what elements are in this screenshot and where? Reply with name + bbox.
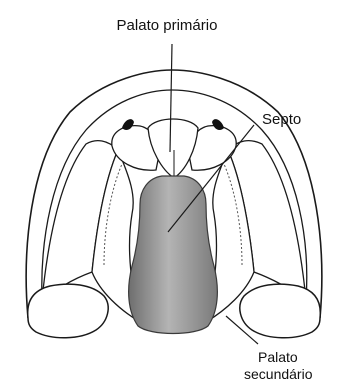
right-lower-lobe <box>240 284 320 338</box>
secondary-palate-label-line2: secundário <box>244 366 313 382</box>
secondary-palate-label-line1: Palato <box>258 349 298 365</box>
primary-palate-label: Palato primário <box>117 17 218 34</box>
nasal-septum <box>129 176 218 334</box>
septum-label: Septo <box>262 111 301 128</box>
left-lower-lobe <box>28 284 108 338</box>
